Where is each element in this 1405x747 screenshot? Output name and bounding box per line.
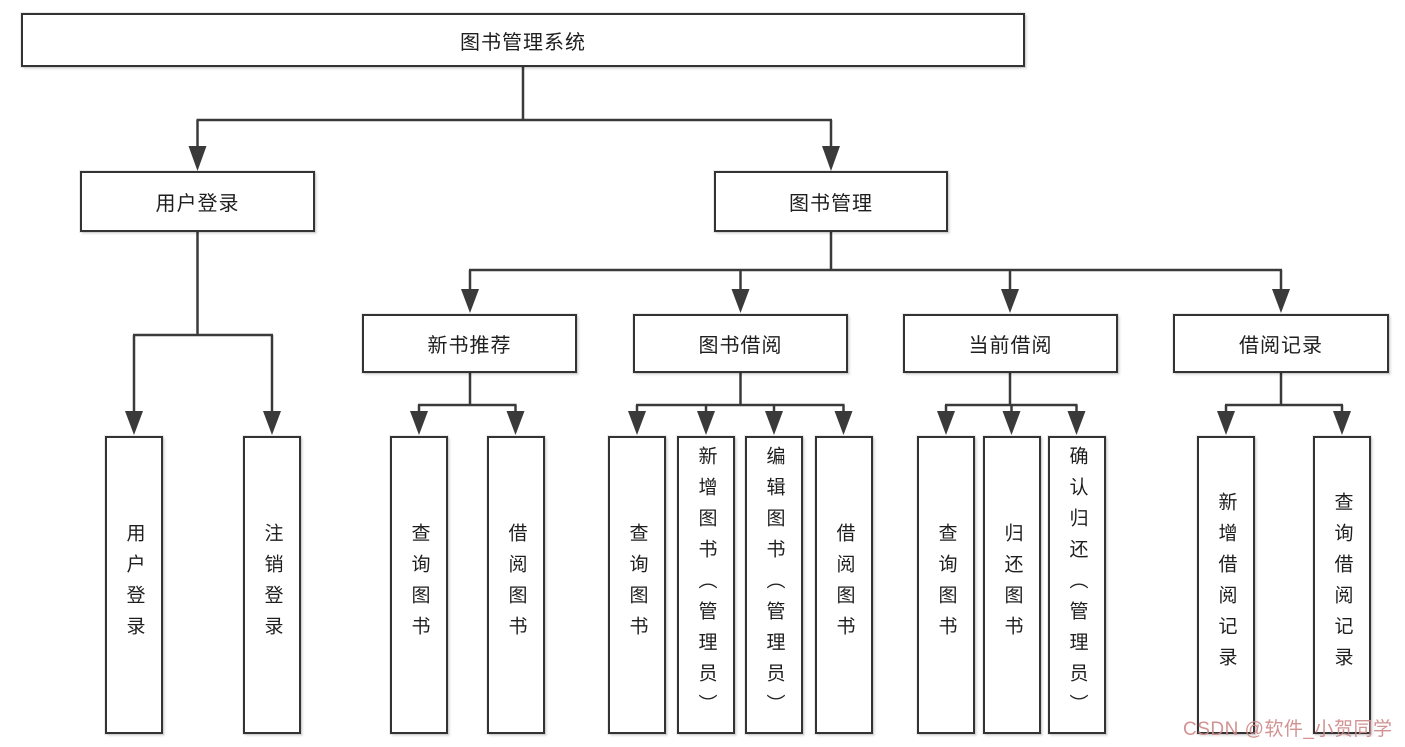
leaf-current-return-books: 归还图书	[983, 436, 1041, 734]
csdn-watermark: CSDN @软件_小贺同学	[1183, 719, 1393, 740]
leaf-borrow-borrow-books: 借阅图书	[815, 436, 873, 734]
leaf-records-add-record: 新增借阅记录	[1197, 436, 1255, 734]
leaf-borrow-edit-books-admin: 编辑图书（管理员）	[745, 436, 803, 734]
leaf-borrow-add-books-admin: 新增图书（管理员）	[677, 436, 735, 734]
leaf-logout: 注销登录	[243, 436, 301, 734]
leaf-recommend-borrow-books: 借阅图书	[487, 436, 545, 734]
leaf-records-query-record: 查询借阅记录	[1313, 436, 1371, 734]
node-book-borrowing: 图书借阅	[633, 314, 848, 373]
leaf-current-query-books: 查询图书	[917, 436, 975, 734]
node-user-login: 用户登录	[80, 171, 315, 232]
arrowheads	[125, 146, 1351, 435]
node-borrowing-records: 借阅记录	[1173, 314, 1389, 373]
node-current-borrowing: 当前借阅	[903, 314, 1118, 373]
leaf-recommend-query-books: 查询图书	[390, 436, 448, 734]
leaf-user-login: 用户登录	[105, 436, 163, 734]
node-book-management: 图书管理	[714, 171, 948, 232]
node-new-book-recommendation: 新书推荐	[362, 314, 577, 373]
leaf-current-confirm-return-admin: 确认归还（管理员）	[1048, 436, 1106, 734]
node-root: 图书管理系统	[21, 13, 1025, 67]
leaf-borrow-query-books: 查询图书	[608, 436, 666, 734]
